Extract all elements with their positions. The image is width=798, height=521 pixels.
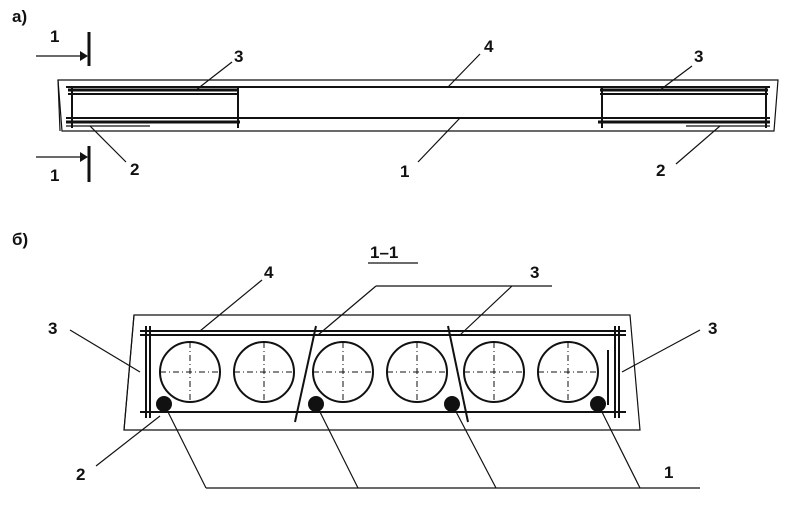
callout-a-bottom-left: 2 bbox=[130, 160, 139, 179]
section-mark-top: 1 bbox=[36, 27, 91, 66]
callout-a-top-left: 3 bbox=[234, 47, 243, 66]
callout-b-three-right: 3 bbox=[708, 319, 717, 338]
section-title: 1–1 bbox=[370, 243, 398, 262]
callout-a-bottom-right: 2 bbox=[656, 161, 665, 180]
hollow-cores bbox=[159, 341, 599, 403]
hollow-core bbox=[312, 341, 374, 403]
left-frame bbox=[66, 88, 240, 128]
callouts-b: 4 3 3 3 2 1 bbox=[48, 263, 717, 489]
right-frame bbox=[598, 88, 770, 128]
callout-b-one: 1 bbox=[664, 463, 673, 482]
hollow-core bbox=[159, 341, 221, 403]
callout-a-top-center: 4 bbox=[484, 37, 494, 56]
figure-b-label: б) bbox=[12, 230, 28, 249]
figure-a: а) 1 1 bbox=[12, 7, 779, 185]
callout-b-three-center: 3 bbox=[530, 263, 539, 282]
section-mark-bottom-number: 1 bbox=[50, 166, 59, 185]
hollow-core bbox=[463, 341, 525, 403]
callout-b-four: 4 bbox=[264, 263, 274, 282]
prestressed-bars bbox=[156, 396, 606, 412]
section-mark-bottom: 1 bbox=[36, 146, 91, 185]
callouts-a: 3 4 3 2 1 2 bbox=[89, 37, 721, 181]
section-mark-top-number: 1 bbox=[50, 27, 59, 46]
callout-b-three-left: 3 bbox=[48, 319, 57, 338]
hollow-core bbox=[537, 341, 599, 403]
callout-a-bottom-center: 1 bbox=[400, 162, 409, 181]
callout-b-two: 2 bbox=[76, 465, 85, 484]
callout-a-top-right: 3 bbox=[694, 47, 703, 66]
figure-a-label: а) bbox=[12, 7, 27, 26]
hollow-core bbox=[233, 341, 295, 403]
reinforcement-mesh bbox=[140, 325, 626, 423]
figure-b: б) 1–1 bbox=[12, 230, 717, 489]
slab-elevation bbox=[57, 79, 779, 132]
hollow-core bbox=[386, 341, 448, 403]
